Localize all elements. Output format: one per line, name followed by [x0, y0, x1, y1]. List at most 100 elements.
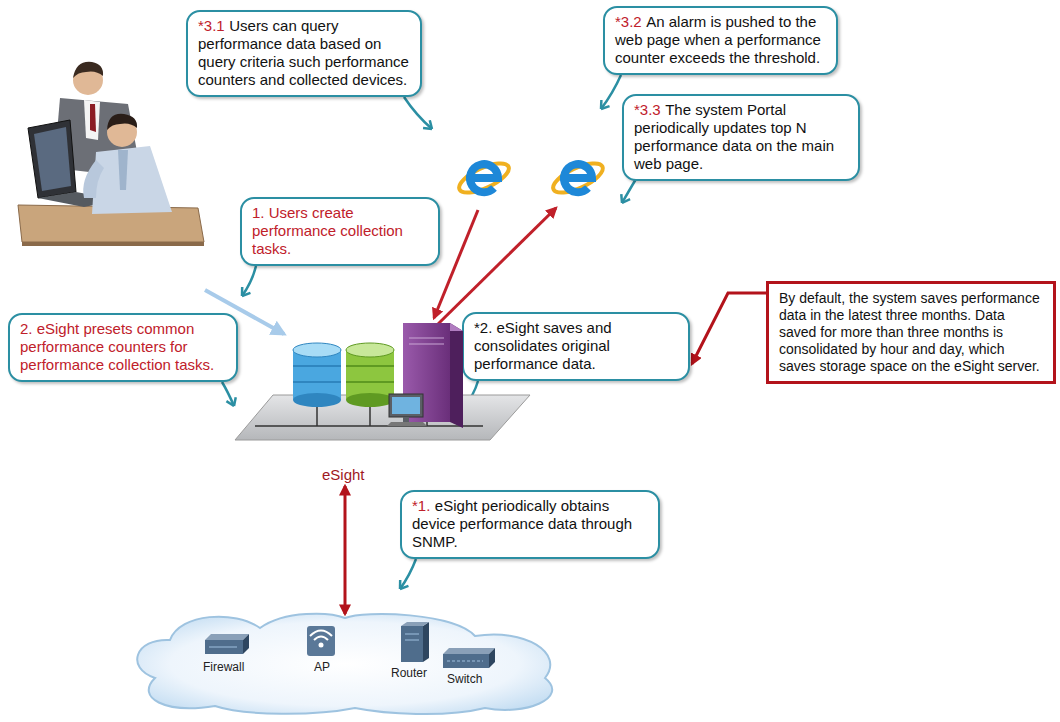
callout-text: An alarm is pushed to the web page when …: [615, 13, 821, 66]
step-number: *3.2: [615, 13, 642, 30]
people-illustration: [107, 114, 137, 130]
step-number: *1.: [412, 497, 430, 514]
network-cloud-art: [319, 643, 324, 648]
callout-tail: [226, 401, 234, 406]
network-cloud-art: [423, 622, 429, 662]
server-platform-art: [293, 381, 341, 383]
server-platform-art: [369, 406, 371, 426]
connector-arrow: [692, 293, 766, 364]
callout-bubble: *2. eSight saves and consolidates origin…: [462, 312, 690, 381]
query-arrow: [434, 210, 478, 318]
people-illustration: [18, 62, 204, 246]
people-illustration: [22, 242, 204, 246]
people-illustration: [92, 146, 172, 214]
network-cloud-art: [447, 661, 483, 662]
network-cloud-art: [205, 634, 249, 640]
callout-tail: [242, 266, 256, 296]
server-platform-art: [389, 394, 423, 417]
callout-tail: [400, 559, 416, 589]
people-illustration: [83, 160, 104, 198]
network-cloud-art: [443, 648, 495, 654]
server-platform-art: [316, 406, 318, 426]
browser-icon: [549, 158, 606, 199]
callout-tail: [622, 179, 636, 203]
callout-tail: [621, 179, 636, 203]
callout-bubble: *3.3The system Portal periodically updat…: [622, 94, 860, 181]
server-platform-art: [450, 323, 463, 428]
device-label: Switch: [447, 672, 482, 686]
callout-tail: [404, 97, 432, 129]
server-platform-art: [346, 381, 394, 383]
callout-bubble: 2. eSight presets common performance cou…: [8, 313, 238, 382]
callout-text: *2. eSight saves and consolidates origin…: [474, 319, 612, 372]
step-number: *3.3: [634, 101, 661, 118]
network-cloud-art: [137, 614, 552, 714]
device-label: Router: [391, 666, 427, 680]
callout-text: 1. Users create performance collection t…: [252, 204, 403, 257]
people-illustration: [84, 100, 100, 140]
server-platform-art: [387, 422, 427, 426]
server-platform-art: [409, 344, 444, 345]
network-cloud-art: [310, 631, 332, 637]
callout-text: eSight periodically obtains device perfo…: [412, 497, 632, 550]
callout-tail: [600, 100, 603, 109]
device-label: Firewall: [203, 660, 244, 674]
callout-tail: [400, 559, 416, 589]
callout-bubble: 1. Users create performance collection t…: [240, 197, 440, 266]
network-cloud-art: [125, 608, 565, 714]
callout-tail: [222, 382, 236, 406]
callout-tail: [399, 580, 402, 589]
people-illustration: [73, 62, 103, 78]
browser-icon: [470, 164, 498, 192]
network-cloud-art: [401, 622, 429, 626]
callout-tail: [234, 397, 236, 406]
callout-tail: [222, 382, 234, 406]
callout-text: Users can query performance data based o…: [198, 17, 409, 88]
server-platform-art: [293, 393, 341, 407]
browser-icon: [564, 164, 592, 192]
network-cloud-art: [307, 626, 335, 656]
network-cloud-art: [489, 648, 495, 668]
network-cloud: Firewall AP Router Switch: [125, 608, 565, 714]
server-platform-art: [346, 343, 394, 357]
callout-text: By default, the system saves performance…: [779, 290, 1040, 374]
callout-text: eSight: [322, 466, 365, 483]
server-platform-art: [403, 417, 409, 422]
network-cloud-art: [314, 637, 328, 641]
network-cloud-art: [443, 654, 489, 668]
connector-arrow: [344, 486, 347, 614]
callout-bubble: *1.eSight periodically obtains device pe…: [400, 490, 660, 559]
server-platform-art: [346, 365, 394, 367]
browser-icon: [549, 158, 606, 199]
people-illustration: [90, 104, 96, 132]
step-number: *3.1: [198, 17, 225, 34]
callout-tail: [622, 199, 630, 203]
server-platform-art: [293, 343, 341, 357]
push-arrow: [436, 208, 556, 326]
people-illustration: [118, 150, 128, 190]
callout-text: 2. eSight presets common performance cou…: [20, 320, 214, 373]
browser-icon: [455, 158, 512, 199]
callout-tail: [601, 75, 621, 109]
people-illustration: [28, 120, 76, 198]
callout-text: The system Portal periodically updates t…: [634, 101, 834, 172]
server-platform: eSight: [235, 318, 535, 486]
note-box: By default, the system saves performance…: [766, 281, 1056, 384]
callout-tail: [242, 266, 256, 296]
device-label: AP: [314, 660, 330, 674]
callout-tail: [404, 97, 432, 129]
people-illustration: [34, 127, 71, 191]
server-platform-art: [409, 338, 444, 339]
server-platform-art: [255, 425, 483, 427]
callout-bubble: *3.2An alarm is pushed to the web page w…: [603, 6, 838, 75]
callout-bubble: *3.1Users can query performance data bas…: [186, 10, 422, 97]
network-cloud-art: [209, 647, 237, 648]
network-cloud-art: [243, 634, 249, 654]
network-cloud-art: [405, 634, 419, 635]
callout-tail: [620, 194, 623, 203]
network-cloud-art: [205, 640, 243, 654]
network-cloud-art: [405, 640, 419, 641]
browser-icon: [455, 158, 512, 199]
server-platform-art: [293, 365, 341, 367]
callout-tail: [241, 287, 244, 296]
